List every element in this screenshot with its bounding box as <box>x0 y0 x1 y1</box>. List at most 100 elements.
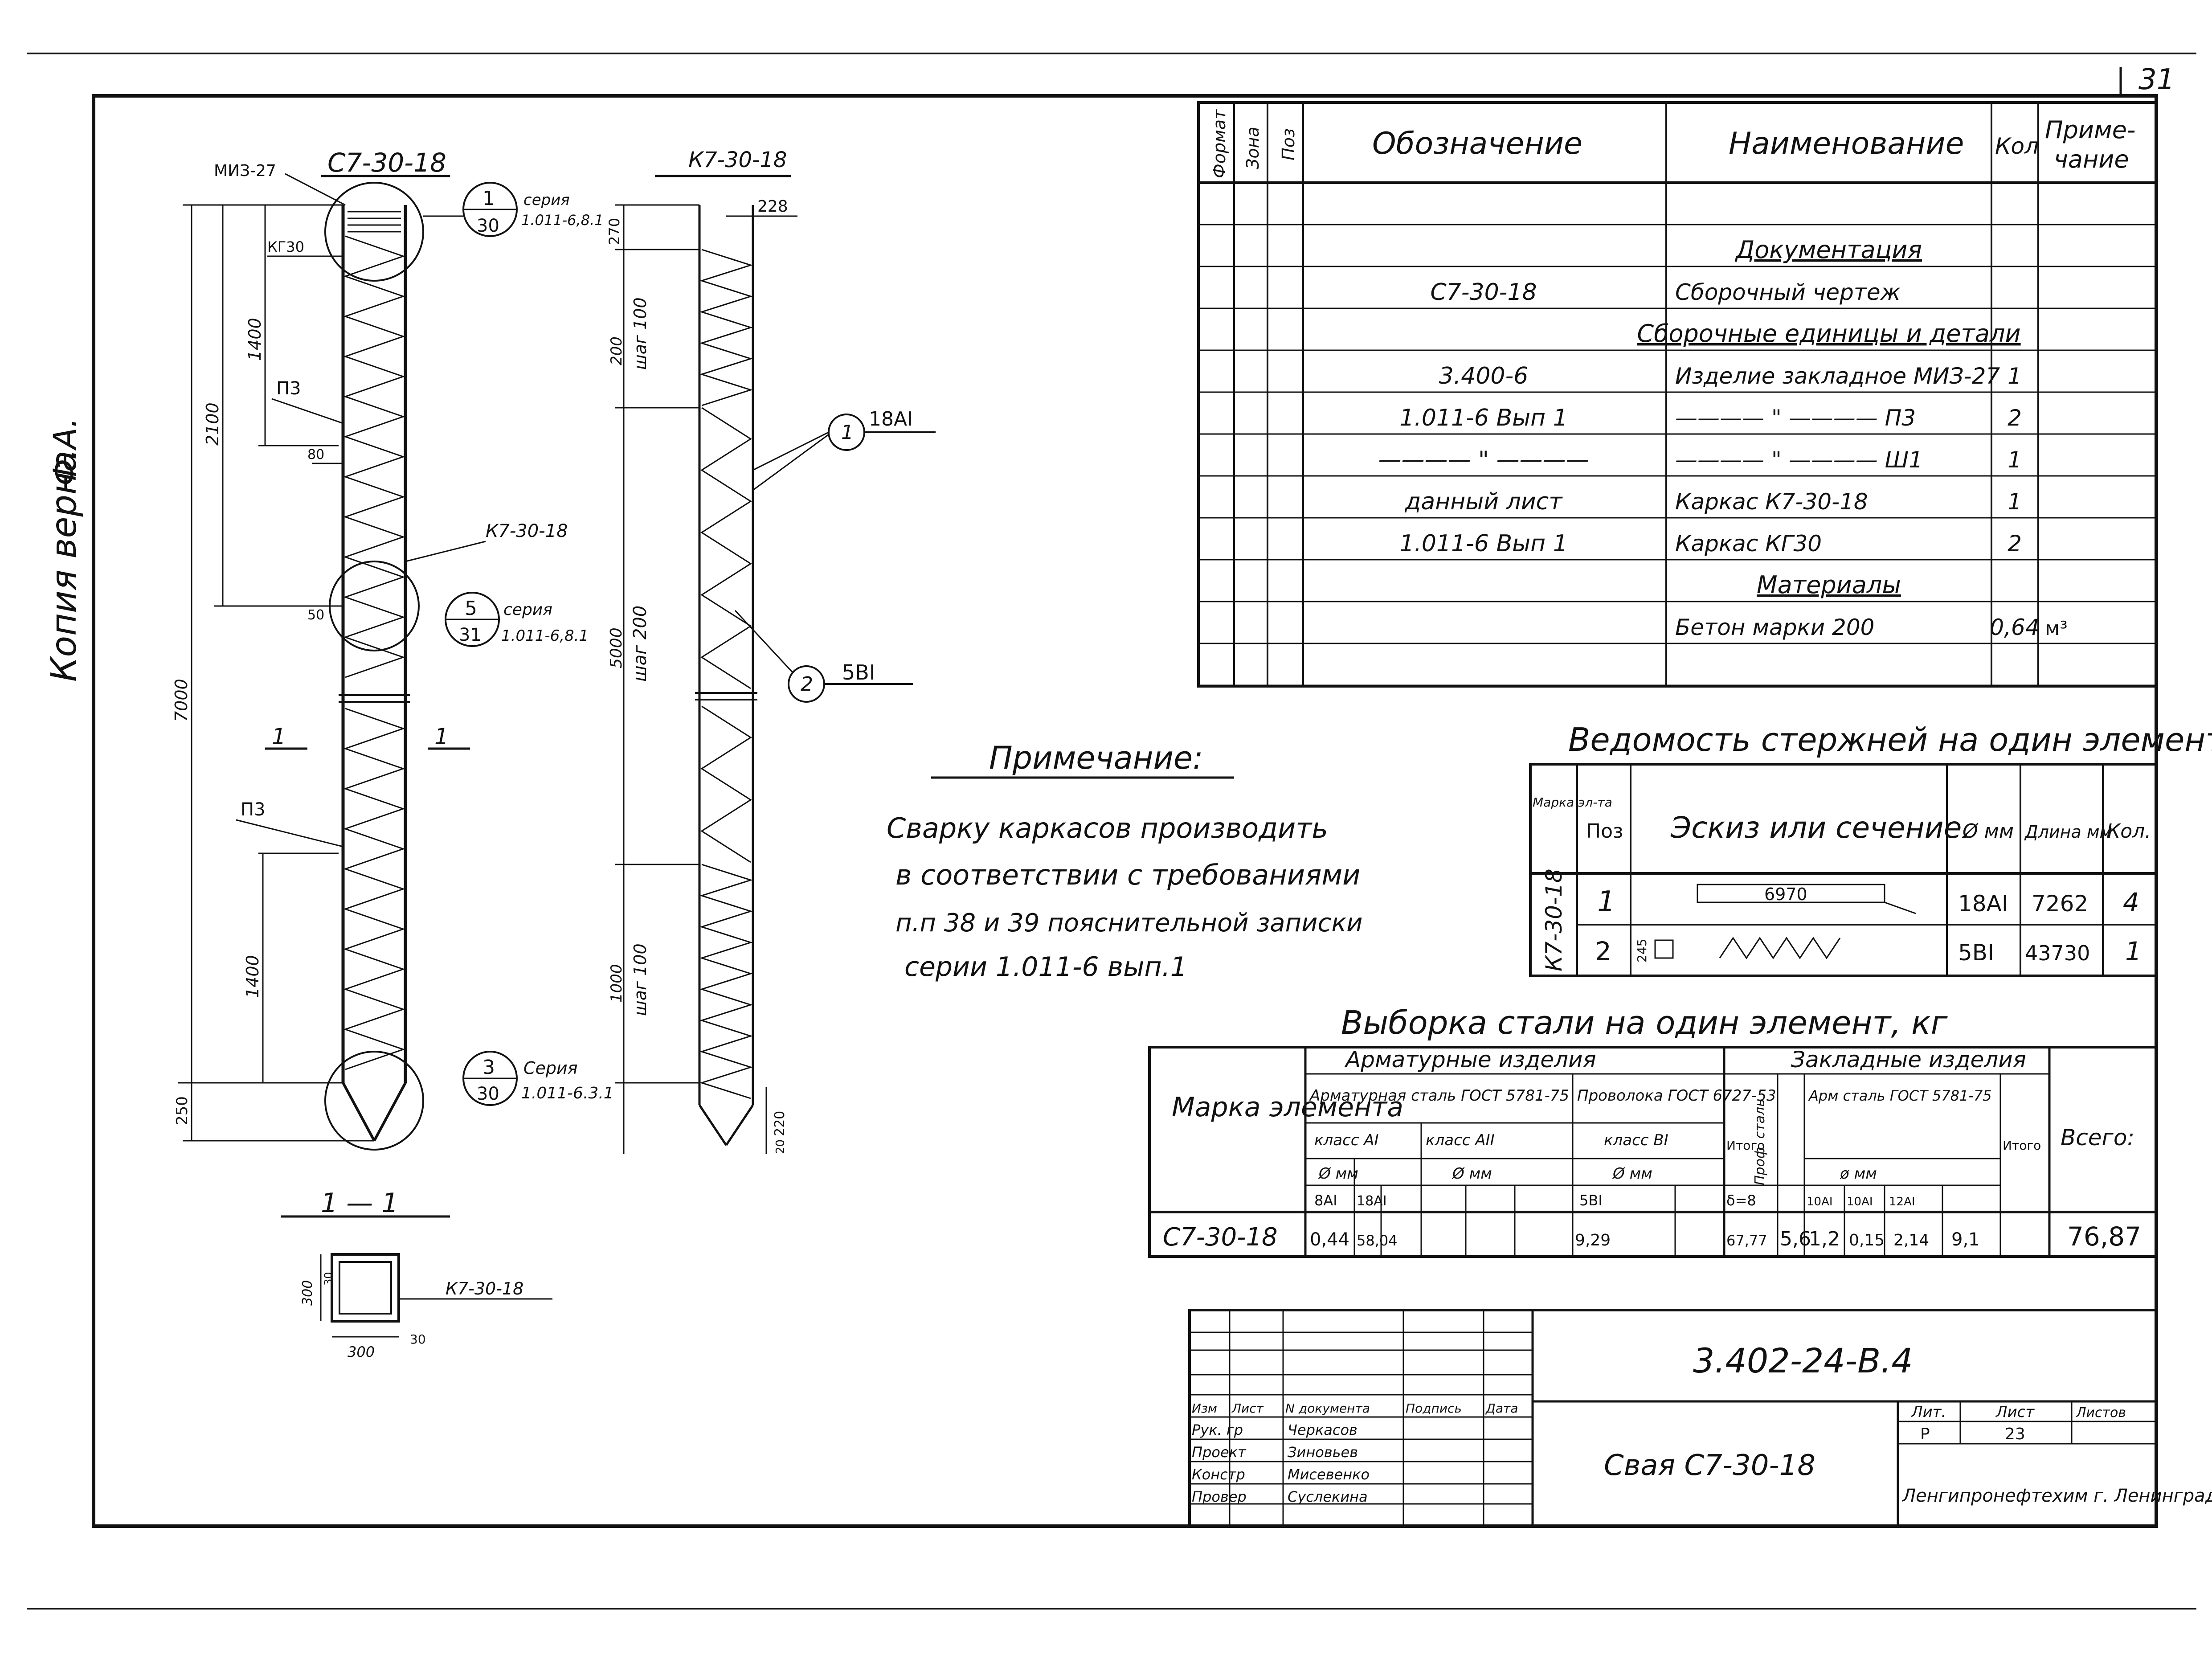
bars-r2-qty: 1 <box>2125 936 2142 967</box>
spec-table: Формат Зона Поз Обозначение Наименование… <box>1197 101 2158 688</box>
spec-row-designation: 1.011-6 Вып 1 <box>1399 530 1568 557</box>
bars-h-qty: Кол. <box>2106 820 2151 843</box>
callout-1: 1 30 серия 1.011-6,8.1 <box>423 182 604 237</box>
spec-row-designation: С7-30-18 <box>1430 279 1537 306</box>
spec-row-qty: 2 <box>2008 405 2022 431</box>
dim-seg3-step: шаг 100 <box>630 943 650 1016</box>
callout-3-den: 30 <box>477 1084 499 1104</box>
steel-h-mm-1: Ø мм <box>1318 1165 1358 1183</box>
section-cover: 30 <box>322 1272 335 1286</box>
sheets-label: Листов <box>2076 1405 2126 1421</box>
spec-row-designation: ———— " ———— <box>1378 446 1589 473</box>
steel-sub-e3: 12АI <box>1889 1195 1915 1208</box>
bar2-label: 5ВI <box>842 660 875 684</box>
lit-label: Лит. <box>1910 1403 1946 1421</box>
spec-row-name: Каркас К7-30-18 <box>1675 489 1868 515</box>
spec-h-zone: Зона <box>1243 127 1263 169</box>
spec-row-name: Материалы <box>1757 571 1901 599</box>
spec-h-pos: Поз <box>1279 128 1298 160</box>
steel-h-class-aii: класс АII <box>1426 1131 1495 1149</box>
section-1-1: 1 — 1 300 30 300 30 К7-30-18 <box>281 1188 552 1360</box>
bars-h-mark: Марка эл-та <box>1533 795 1612 810</box>
note-block: Примечание: Сварку каркасов производить … <box>887 740 1363 983</box>
tb-role: Проект <box>1192 1444 1247 1461</box>
steel-sub-18ai: 18АI <box>1357 1193 1387 1209</box>
callout-1-ref: 1.011-6,8.1 <box>521 212 604 229</box>
tb-person: Мисевенко <box>1288 1466 1370 1483</box>
steel-h-wire: Проволока ГОСТ 6727-53 <box>1577 1087 1776 1105</box>
bars-r2-pos: 2 <box>1595 936 1611 967</box>
bars-element: К7-30-18 <box>1541 868 1567 971</box>
cage-drawing: К7-30-18 228 270 200 шаг 100 5000 шаг 20… <box>606 147 936 1154</box>
steel-h-mm-3: Ø мм <box>1612 1165 1652 1183</box>
title-block: 3.402-24-В.4 Свая С7-30-18 Ленгипронефте… <box>1188 1309 2212 1528</box>
steel-row-v8: 0,44 <box>1310 1229 1349 1250</box>
spec-h-name: Наименование <box>1729 126 1964 161</box>
spec-row-qty: 1 <box>2008 447 2022 473</box>
callout-1-series: серия <box>523 191 570 209</box>
spec-row-name: ———— " ———— П3 <box>1675 405 1916 431</box>
steel-row-e2: 0,15 <box>1849 1231 1885 1249</box>
pile-drawing: С7-30-18 МИЗ-27 <box>172 147 614 1151</box>
bars-r1-dia: 18АI <box>1958 891 2008 917</box>
callout-3-ref: 1.011-6.3.1 <box>521 1084 614 1102</box>
dim-seg2-step: шаг 200 <box>630 606 650 682</box>
steel-row-grand: 76,87 <box>2067 1221 2141 1252</box>
pile-title: С7-30-18 <box>327 147 446 178</box>
spec-row-designation: данный лист <box>1404 488 1563 515</box>
margin-initials: Ф.А. <box>47 418 83 486</box>
tb-person: Суслекина <box>1288 1488 1368 1505</box>
spec-row-name: Документация <box>1735 236 1922 264</box>
steel-sub-emm: ø мм <box>1840 1165 1877 1183</box>
spec-row-designation: 1.011-6 Вып 1 <box>1399 405 1568 431</box>
dim-seg3: 1000 <box>608 964 626 1003</box>
label-k7-pile: К7-30-18 <box>486 521 568 541</box>
tb-col-header: Изм <box>1192 1401 1217 1416</box>
note-line-1: Сварку каркасов производить <box>887 812 1328 844</box>
sheet-value: 23 <box>2005 1425 2025 1443</box>
bar2-num: 2 <box>801 673 813 696</box>
note-line-3: п.п 38 и 39 пояснительной записки <box>895 909 1363 938</box>
bars-r2-sketch-dim: 245 <box>1635 939 1649 962</box>
tb-role: Констр <box>1192 1466 1245 1483</box>
bars-h-dia: Ø мм <box>1962 820 2014 843</box>
tb-person: Черкасов <box>1288 1421 1357 1438</box>
callout-5-num: 5 <box>465 597 477 620</box>
callout-1-num: 1 <box>482 187 495 210</box>
steel-h-emb-steel: Арм сталь ГОСТ 5781-75 <box>1808 1087 1992 1104</box>
note-heading: Примечание: <box>989 740 1203 776</box>
steel-row-v18: 58,04 <box>1357 1232 1398 1249</box>
page-number: 31 <box>2138 63 2175 96</box>
spec-row-name: Сборочные единицы и детали <box>1637 319 2020 348</box>
spec-row-qty: 0,64 <box>1990 614 2039 640</box>
label-miz: МИЗ-27 <box>214 162 276 180</box>
spec-h-designation: Обозначение <box>1372 126 1582 161</box>
dim-total: 7000 <box>172 679 191 722</box>
spec-h-qty: Кол <box>1995 133 2039 159</box>
dim-270: 270 <box>606 218 623 245</box>
dim-p3-lower: 1400 <box>243 955 262 998</box>
bars-r2-length: 43730 <box>2025 941 2090 965</box>
tb-role: Провер <box>1192 1488 1247 1505</box>
section-height: 300 <box>300 1280 315 1306</box>
dim-cage-top: 228 <box>757 197 788 216</box>
steel-h-embed: Закладные изделия <box>1791 1047 2026 1073</box>
bars-r2-sketch <box>1719 937 1841 959</box>
dim-upper: 2100 <box>203 402 222 446</box>
label-p3-top: П3 <box>276 378 301 399</box>
dim-seg1: 200 <box>608 336 626 365</box>
tb-col-header: Дата <box>1485 1401 1518 1416</box>
callout-5: 5 31 серия 1.011-6,8.1 <box>445 592 589 647</box>
bars-r1-length: 7262 <box>2032 891 2088 917</box>
bar1-label: 18АI <box>869 408 913 430</box>
dim-220: 220 <box>772 1111 788 1136</box>
steel-title: Выборка стали на один элемент, кг <box>1341 1004 1948 1041</box>
tb-role: Рук. гр <box>1192 1421 1243 1438</box>
bars-h-sketch: Эскиз или сечение. <box>1670 811 1971 845</box>
bars-r1-pos: 1 <box>1597 885 1615 918</box>
lit-value: Р <box>1920 1425 1930 1443</box>
bars-h-length: Длина мм <box>2024 822 2112 842</box>
tb-col-header: Лист <box>1231 1401 1264 1416</box>
callout-3: 3 30 Серия 1.011-6.3.1 <box>462 1051 614 1106</box>
